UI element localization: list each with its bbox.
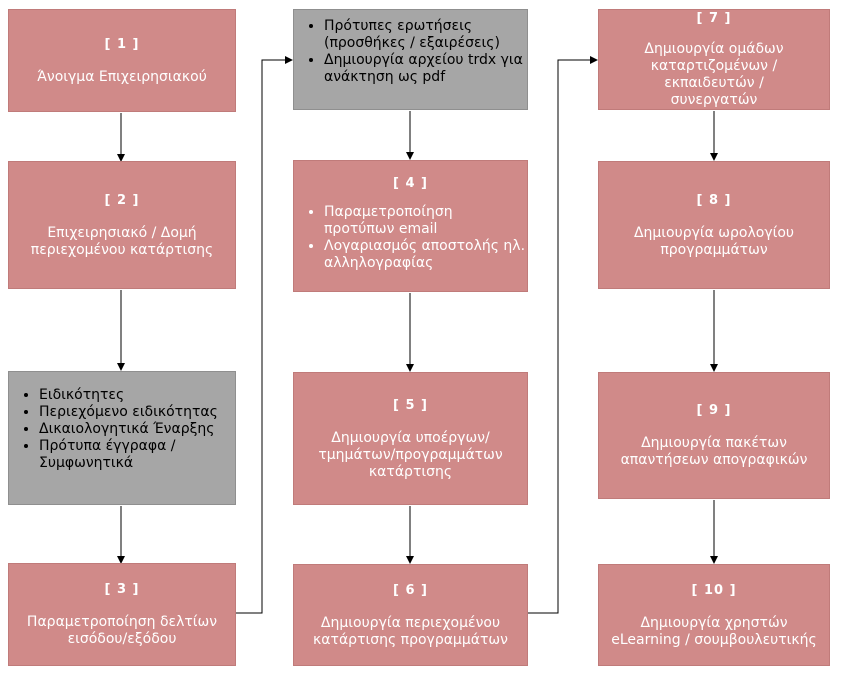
- questions-list: Πρότυπες ερωτήσεις (προσθήκες / εξαιρέσε…: [294, 18, 527, 86]
- arrow-3-to-questions: [235, 56, 293, 614]
- step-7-text: Δημιουργία ομάδων καταρτιζομένων / εκπαι…: [644, 41, 784, 108]
- step-2-text: Επιχειρησιακό / Δομή περιεχομένου κατάρτ…: [30, 224, 214, 258]
- step-4-box: [ 4 ] Παραμετροποίηση προτύπων email Λογ…: [293, 160, 528, 292]
- step-8-number: [ 8 ]: [696, 192, 732, 208]
- step-9-box: [ 9 ] Δημιουργία πακέτων απαντήσεων απογ…: [598, 372, 830, 499]
- step-3-box: [ 3 ] Παραμετροποίηση δελτίων εισόδου/εξ…: [8, 563, 236, 666]
- step-10-number: [ 10 ]: [691, 582, 737, 598]
- step-9-text: Δημιουργία πακέτων απαντήσεων απογραφικώ…: [620, 435, 808, 468]
- specialties-item: Περιεχόμενο ειδικότητας: [39, 404, 235, 421]
- step-10-text: Δημιουργία χρηστών eLearning / σουμβουλε…: [611, 614, 817, 648]
- step-7-number: [ 7 ]: [696, 11, 732, 26]
- step-2-box: [ 2 ] Επιχειρησιακό / Δομή περιεχομένου …: [8, 161, 236, 289]
- questions-item: Πρότυπες ερωτήσεις (προσθήκες / εξαιρέσε…: [324, 18, 527, 52]
- step-1-box: [ 1 ] Άνοιγμα Επιχειρησιακού: [8, 9, 236, 112]
- specialties-note-box: Ειδικότητες Περιεχόμενο ειδικότητας Δικα…: [8, 371, 236, 505]
- step-4-item: Λογαριασμός αποστολής ηλ. αλληλογραφίας: [324, 238, 527, 272]
- step-5-text: Δημιουργία υποέργων/ τμημάτων/προγραμμάτ…: [318, 429, 503, 480]
- step-6-number: [ 6 ]: [393, 582, 428, 598]
- step-6-text: Δημιουργία περιεχομένου κατάρτισης προγρ…: [313, 614, 508, 648]
- specialties-item: Πρότυπα έγγραφα / Συμφωνητικά: [39, 438, 235, 472]
- questions-note-box: Πρότυπες ερωτήσεις (προσθήκες / εξαιρέσε…: [293, 9, 528, 110]
- step-3-text: Παραμετροποίηση δελτίων εισόδου/εξόδου: [26, 614, 218, 647]
- step-7-box: [ 7 ] Δημιουργία ομάδων καταρτιζομένων /…: [598, 9, 830, 110]
- step-8-box: [ 8 ] Δημιουργία ωρολογίου προγραμμάτων: [598, 161, 830, 289]
- step-4-list: Παραμετροποίηση προτύπων email Λογαριασμ…: [294, 204, 527, 272]
- step-4-item: Παραμετροποίηση προτύπων email: [324, 204, 527, 238]
- step-3-number: [ 3 ]: [104, 582, 140, 597]
- step-1-text: Άνοιγμα Επιχειρησιακού: [37, 68, 207, 85]
- step-9-number: [ 9 ]: [696, 403, 732, 418]
- questions-item: Δημιουργία αρχείου trdx για ανάκτηση ως …: [324, 52, 527, 86]
- specialties-item: Ειδικότητες: [39, 387, 235, 404]
- step-8-text: Δημιουργία ωρολογίου προγραμμάτων: [633, 224, 795, 258]
- specialties-list: Ειδικότητες Περιεχόμενο ειδικότητας Δικα…: [9, 387, 235, 472]
- step-2-number: [ 2 ]: [104, 192, 140, 208]
- step-4-number: [ 4 ]: [393, 176, 428, 191]
- step-5-number: [ 5 ]: [393, 397, 428, 413]
- step-5-box: [ 5 ] Δημιουργία υποέργων/ τμημάτων/προγ…: [293, 372, 528, 505]
- step-10-box: [ 10 ] Δημιουργία χρηστών eLearning / σο…: [598, 564, 830, 666]
- arrow-6-to-7: [528, 56, 598, 614]
- step-1-number: [ 1 ]: [104, 36, 140, 52]
- step-6-box: [ 6 ] Δημιουργία περιεχομένου κατάρτισης…: [293, 564, 528, 666]
- specialties-item: Δικαιολογητικά Έναρξης: [39, 421, 235, 438]
